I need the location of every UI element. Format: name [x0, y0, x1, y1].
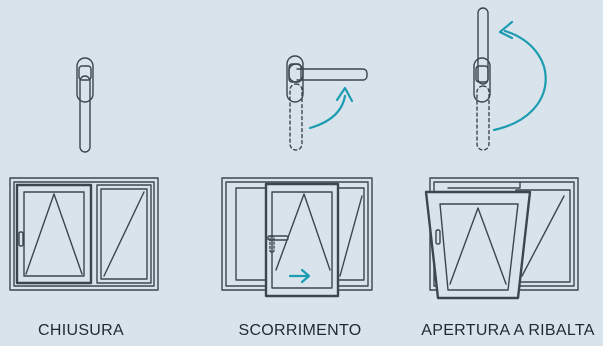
caption-scorrimento: SCORRIMENTO [238, 322, 362, 339]
caption-apertura-a-ribalta: APERTURA A RIBALTA [421, 322, 595, 339]
window-tilt-icon [424, 177, 579, 300]
panel-chiusura [9, 57, 159, 291]
tilt-arrow-icon [492, 29, 547, 132]
panel-apertura-a-ribalta [424, 7, 579, 300]
handle-closed-icon [76, 57, 94, 153]
handle-up-icon [473, 7, 491, 151]
panel-scorrimento [221, 55, 373, 298]
window-sliding-icon [221, 177, 373, 298]
rotate-arrow-icon [308, 94, 347, 130]
handle-horizontal-icon [286, 55, 368, 151]
window-closed-icon [9, 177, 159, 291]
caption-chiusura: CHIUSURA [38, 322, 124, 339]
